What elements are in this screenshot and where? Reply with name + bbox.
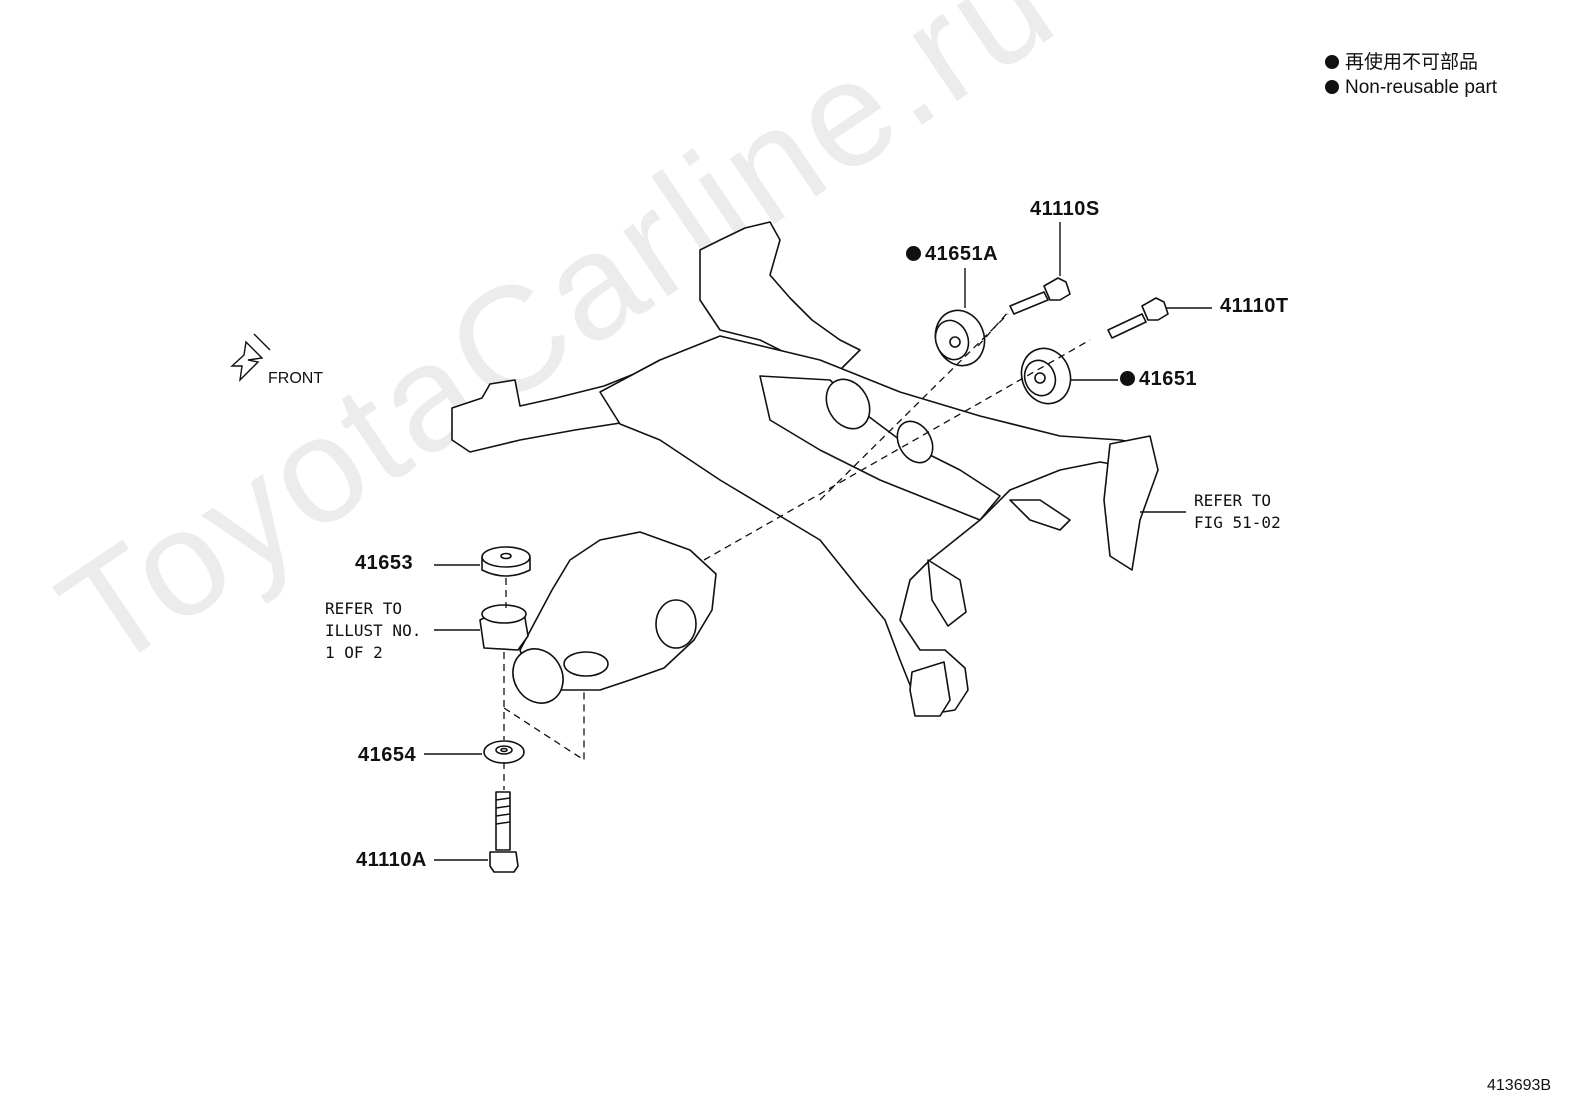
part-label-41110a[interactable]: 41110A <box>356 849 427 871</box>
legend-row-jp: 再使用不可部品 <box>1325 50 1497 75</box>
figure-id: 413693B <box>1487 1077 1552 1094</box>
leader-lines <box>424 222 1212 861</box>
part-label-41653[interactable]: 41653 <box>355 552 414 574</box>
refer-illust-line1: REFER TO <box>325 599 403 618</box>
refer-illust-note[interactable]: REFER TO ILLUST NO. 1 OF 2 <box>325 598 421 664</box>
bolt-41110t <box>1107 297 1169 339</box>
differential-carrier <box>479 531 717 704</box>
assembly-lines <box>503 309 1091 790</box>
non-reusable-dot-icon <box>1325 80 1339 94</box>
part-label-41651a[interactable]: 41651A <box>906 243 998 266</box>
part-label-41654[interactable]: 41654 <box>358 744 417 766</box>
legend-jp-text: 再使用不可部品 <box>1345 52 1479 73</box>
rear-suspension-member <box>451 221 1159 717</box>
bolt-41110a <box>489 791 519 873</box>
bushing-41651 <box>1020 347 1072 405</box>
legend-en-text: Non-reusable part <box>1345 77 1498 98</box>
stopper-41653 <box>481 546 531 577</box>
front-arrow-icon <box>230 333 271 382</box>
part-number-text: 41651 <box>1139 368 1198 390</box>
refer-fig-line1: REFER TO <box>1194 491 1272 510</box>
non-reusable-dot-icon <box>1325 55 1339 69</box>
bushing-41651a <box>934 309 986 367</box>
washer-41654 <box>483 740 525 764</box>
part-label-41110t[interactable]: 41110T <box>1220 295 1289 317</box>
bolt-41110s <box>1009 277 1071 315</box>
non-reusable-dot-icon <box>906 246 921 261</box>
non-reusable-dot-icon <box>1120 371 1135 386</box>
part-number-text: 41651A <box>925 243 999 265</box>
refer-fig-note[interactable]: REFER TO FIG 51-02 <box>1194 490 1281 534</box>
front-label: FRONT <box>268 370 324 387</box>
legend-row-en: Non-reusable part <box>1325 75 1497 100</box>
part-label-41651[interactable]: 41651 <box>1120 368 1197 391</box>
refer-illust-line3: 1 OF 2 <box>325 643 383 662</box>
refer-fig-line2: FIG 51-02 <box>1194 513 1281 532</box>
part-label-41110s[interactable]: 41110S <box>1030 198 1100 220</box>
legend: 再使用不可部品 Non-reusable part <box>1325 50 1497 100</box>
refer-illust-line2: ILLUST NO. <box>325 621 422 640</box>
